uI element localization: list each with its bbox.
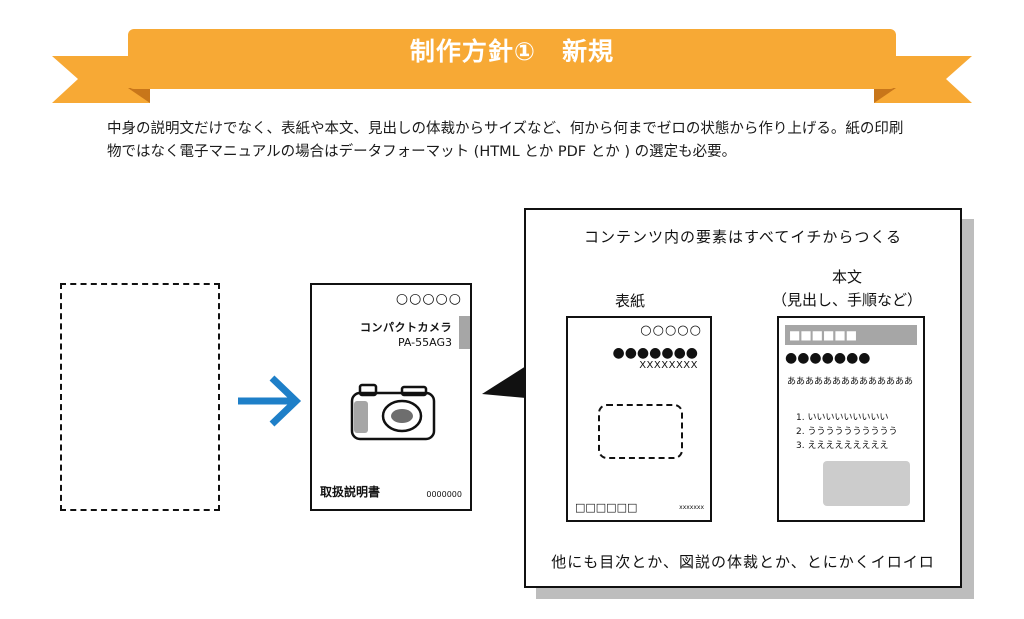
cover-squares: □□□□□□: [575, 501, 638, 514]
body-paragraph: ああああああああああああああ: [787, 377, 914, 387]
body-step-item: 3. えええええええええ: [796, 441, 889, 451]
cover-page-mock: ○○○○○ ●●●●●●● XXXXXXXX □□□□□□ xxxxxxx: [566, 316, 712, 522]
manual-side-tab: [459, 316, 470, 349]
body-step-item: 2. うううううううううう: [796, 427, 898, 437]
callout-pointer: [482, 366, 526, 398]
manual-cover: ○○○○○ コンパクトカメラ PA-55AG3 取扱説明書 0000000: [310, 283, 472, 511]
content-box: コンテンツ内の要素はすべてイチからつくる 表紙 本文 （見出し、手順など） ○○…: [524, 208, 962, 588]
body-label: 本文 （見出し、手順など）: [762, 266, 932, 312]
manual-title: 取扱説明書: [320, 485, 381, 499]
blank-page-placeholder: [60, 283, 220, 511]
body-heading-bar: ■■■■■■: [785, 325, 917, 345]
title-banner: 制作方針① 新規: [0, 0, 1024, 110]
body-image-placeholder: [823, 461, 910, 506]
ribbon-right-fold: [874, 88, 896, 103]
body-step-list: 1. いいいいいいいいい 2. うううううううううう 3. えええええええええ: [796, 411, 897, 453]
cover-label: 表紙: [614, 292, 645, 310]
body-label-title: 本文: [831, 268, 862, 286]
ribbon-right-tail: [874, 56, 972, 103]
cover-xs: XXXXXXXX: [639, 360, 698, 371]
ribbon-graphic: [52, 29, 972, 103]
body-page-mock: ■■■■■■ ●●●●●●● ああああああああああああああ 1. いいいいいいい…: [777, 316, 925, 522]
cover-small-xs: xxxxxxx: [679, 504, 704, 511]
body-dots: ●●●●●●●: [785, 350, 871, 366]
intro-paragraph: 中身の説明文だけでなく、表紙や本文、見出しの体裁からサイズなど、何から何までゼロ…: [107, 121, 904, 160]
manual-code: 0000000: [426, 490, 462, 499]
body-label-subtitle: （見出し、手順など）: [771, 291, 922, 309]
camera-icon: [350, 383, 436, 441]
arrow-right-icon: [238, 375, 302, 427]
cover-circles: ○○○○○: [640, 323, 702, 338]
manual-circles: ○○○○○: [395, 291, 462, 307]
body-step-item: 1. いいいいいいいいい: [796, 413, 889, 423]
cover-dots: ●●●●●●●: [612, 345, 698, 361]
content-box-footer: 他にも目次とか、図説の体裁とか、とにかくイロイロ: [551, 553, 935, 571]
manual-model: PA-55AG3: [397, 336, 452, 349]
manual-product-name: コンパクトカメラ: [360, 321, 452, 334]
ribbon-main: [128, 29, 896, 89]
banner-title: 制作方針① 新規: [409, 37, 615, 66]
ribbon-left-tail: [52, 56, 150, 103]
ribbon-left-fold: [128, 88, 150, 103]
content-box-heading: コンテンツ内の要素はすべてイチからつくる: [583, 228, 903, 246]
cover-image-placeholder: [598, 404, 683, 459]
